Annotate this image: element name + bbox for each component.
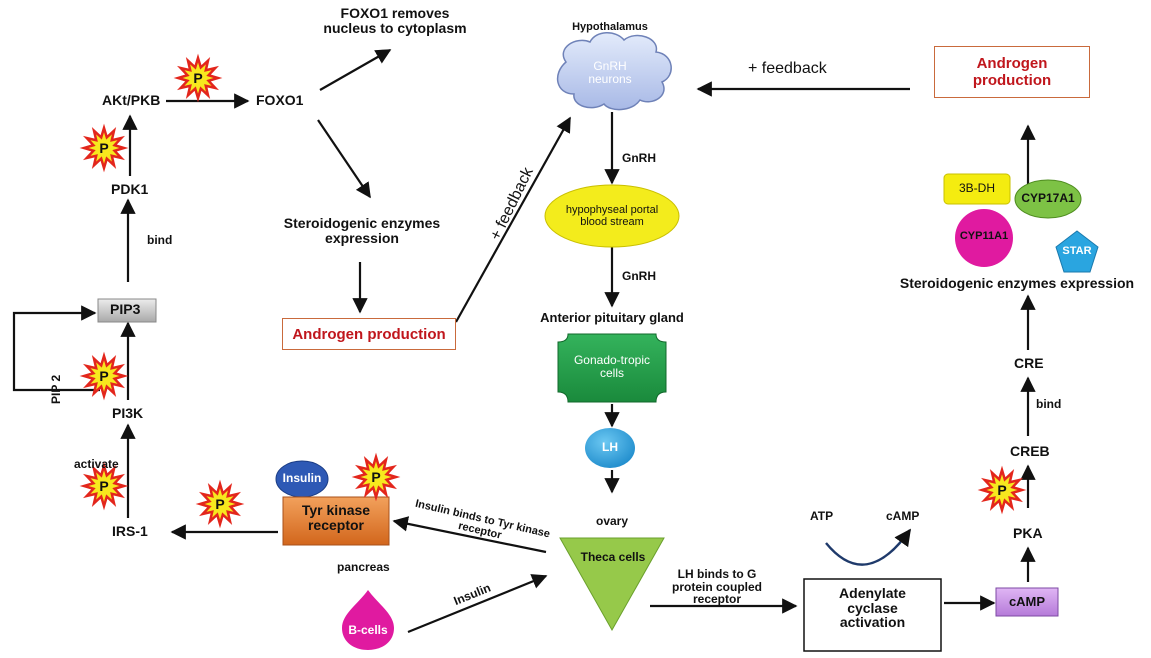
phospho-burst-3: P — [79, 351, 129, 401]
steroid-right-label: Steroidogenic enzymes expression — [899, 275, 1135, 291]
pi3k-label: PI3K — [112, 405, 144, 421]
phospho-burst-shape — [79, 351, 129, 401]
plus-feedback-top: + feedback — [748, 60, 827, 77]
theca-triangle — [559, 537, 665, 632]
cyp11-label: CYP11A1 — [959, 230, 1009, 242]
phospho-p-label: P — [193, 70, 202, 86]
foxo1-label: FOXO1 — [256, 92, 304, 108]
phospho-burst-shape — [351, 452, 401, 502]
arrow-foxo1-to-removes — [319, 49, 392, 91]
cyp17-ellipse — [1014, 179, 1082, 219]
phospho-burst-7: P — [977, 465, 1027, 515]
ovary-label: ovary — [595, 514, 629, 528]
hsd-label: 3B-DH — [958, 181, 995, 195]
gonado-tropic-plaque — [557, 333, 667, 403]
theca-label: Theca cells — [580, 550, 646, 564]
bcells-label: B-cells — [348, 623, 388, 637]
lh-label: LH — [602, 440, 618, 454]
phospho-p-label: P — [99, 140, 108, 156]
activate-label: activate — [74, 457, 119, 471]
arrow-pip2-loop — [12, 305, 100, 392]
phospho-burst-6: P — [351, 452, 401, 502]
pip3-label: PIP3 — [110, 301, 141, 317]
atp-label: ATP — [810, 509, 834, 523]
cre-label: CRE — [1014, 355, 1044, 371]
phospho-p-label: P — [99, 478, 108, 494]
phospho-bursts: P P P P P P P — [79, 53, 1027, 529]
phospho-p-label: P — [99, 368, 108, 384]
pancreas-label: pancreas — [337, 560, 390, 574]
camp-top-label: cAMP — [886, 509, 920, 523]
pdk1-label: PDK1 — [111, 181, 149, 197]
star-pentagon — [1055, 230, 1099, 273]
creb-label: CREB — [1010, 443, 1050, 459]
bcells-drop — [342, 590, 394, 650]
plus-feedback-diagonal: + feedback — [487, 164, 537, 244]
phospho-burst-shape — [79, 123, 129, 173]
phospho-burst-shape — [79, 461, 129, 511]
hypothalamus-label: Hypothalamus — [572, 21, 648, 33]
arrow-theca-to-tyr — [392, 516, 547, 554]
irs1-label: IRS-1 — [112, 523, 148, 539]
star-label: STAR — [1062, 245, 1092, 257]
phospho-burst-4: P — [79, 461, 129, 511]
portal-blood-ellipse — [544, 184, 680, 248]
lh-oval — [585, 428, 635, 468]
phospho-burst-5: P — [195, 479, 245, 529]
phospho-burst-1: P — [173, 53, 223, 103]
tyr-receptor-box — [282, 496, 390, 546]
arrow-atp-to-camp — [825, 528, 911, 566]
pka-label: PKA — [1013, 525, 1043, 541]
arrow-androgen-to-hypothalamus — [455, 116, 571, 323]
akt-label: AKt/PKB — [102, 92, 161, 108]
pip3-box — [97, 298, 157, 323]
camp-box-shape — [995, 587, 1059, 617]
insulin-oval-label: Insulin — [282, 471, 322, 485]
phospho-burst-2: P — [79, 123, 129, 173]
gnrh-label-1: GnRH — [622, 151, 656, 165]
phospho-burst-shape — [977, 465, 1027, 515]
phospho-p-label: P — [371, 469, 380, 485]
bind-label-right: bind — [1036, 397, 1062, 411]
gnrh-label-2: GnRH — [622, 269, 656, 283]
insulin-arrow-label: Insulin — [451, 580, 493, 609]
camp-box-label: cAMP — [1008, 594, 1046, 609]
phospho-p-label: P — [215, 496, 224, 512]
arrows — [12, 49, 1036, 634]
phospho-burst-shape — [195, 479, 245, 529]
pip2-label: PIP 2 — [49, 374, 63, 404]
phospho-p-label: P — [997, 482, 1006, 498]
cyp17-label: CYP17A1 — [1021, 191, 1075, 205]
adenylate-box-shape — [803, 578, 942, 652]
arrow-foxo1-to-steroid — [317, 119, 371, 199]
gnrh-neurons-cloud — [556, 32, 672, 111]
hsd-rect — [943, 173, 1011, 205]
anterior-pituitary-label: Anterior pituitary gland — [540, 310, 684, 325]
arrow-bcells-to-theca — [407, 574, 548, 634]
androgen-production-left: Androgen production — [282, 318, 456, 350]
cyp11-circle — [955, 209, 1013, 267]
bind-label-left: bind — [147, 233, 173, 247]
phospho-burst-shape — [173, 53, 223, 103]
